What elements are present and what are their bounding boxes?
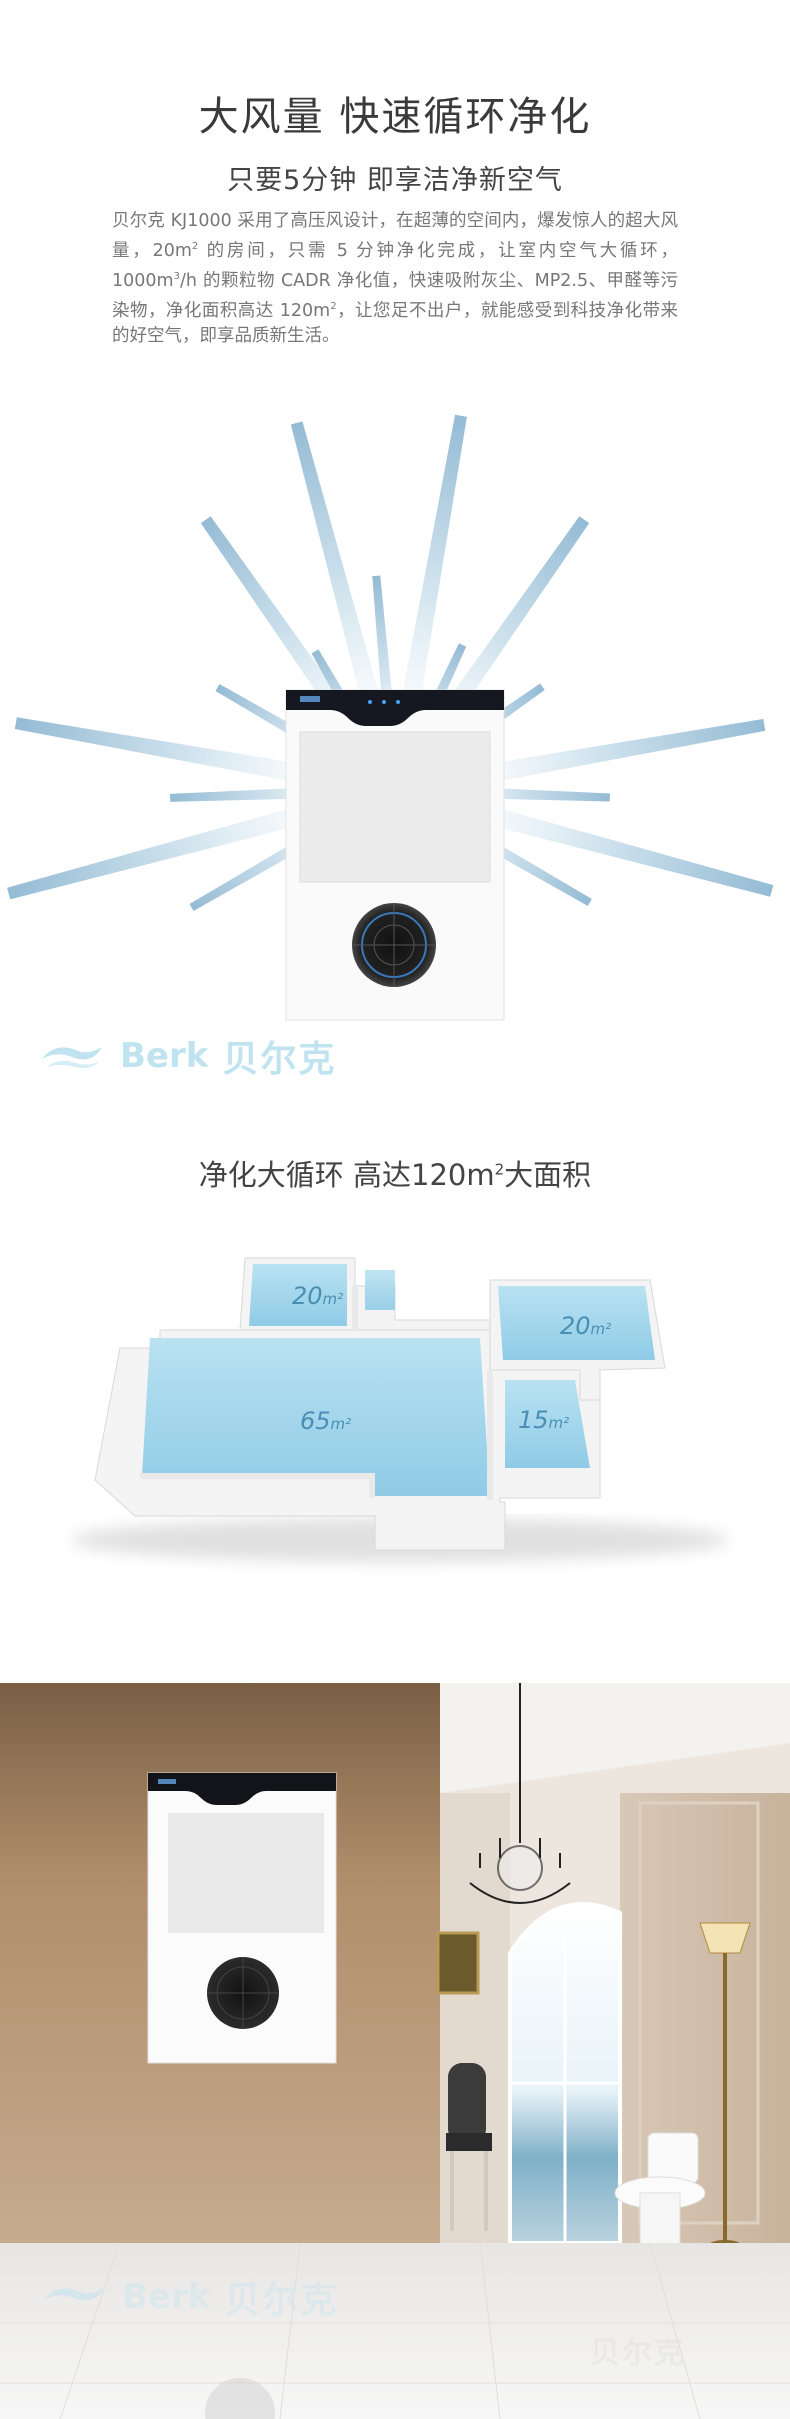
chair [446, 2063, 492, 2231]
brand-logo-watermark: Berk 贝尔克 [40, 2271, 338, 2323]
room-area-label: 20m² [560, 1312, 612, 1340]
chandelier [469, 1683, 571, 1904]
purifier-device-wall [147, 1772, 337, 2064]
room-area-label: 20m² [292, 1282, 344, 1310]
floorplan-illustration [70, 1257, 730, 1562]
interior-scene: Berk 贝尔克 贝尔克 [0, 1683, 790, 2419]
toilet [614, 2132, 706, 2249]
brand-name-en: Berk [120, 1036, 209, 1076]
brand-name-cn: 贝尔克 [590, 2336, 686, 2371]
room-area-label: 65m² [300, 1407, 352, 1435]
page-title: 大风量 快速循环净化 [198, 94, 592, 140]
room-area-label: 15m² [518, 1406, 570, 1434]
description-paragraph: 贝尔克 KJ1000 采用了高压风设计，在超薄的空间内，爆发惊人的超大风量，20… [112, 211, 679, 347]
airflow-illustration [7, 414, 774, 1021]
page-subtitle: 只要5分钟 即享洁净新空气 [227, 165, 563, 196]
brand-name-cn: 贝尔克 [224, 2280, 339, 2321]
brand-logo: Berk 贝尔克 [38, 1030, 336, 1082]
room-scene-illustration [0, 1683, 790, 2419]
purifier-device [285, 689, 505, 1021]
brand-name-cn: 贝尔克 [222, 1039, 337, 1080]
wave-logo-icon [44, 2288, 104, 2301]
brand-logo-watermark: 贝尔克 [590, 2328, 686, 2372]
room-water [142, 1264, 655, 1496]
brand-name-en: Berk [122, 2277, 211, 2317]
wave-logo-icon [42, 1047, 102, 1069]
floorplan-title: 净化大循环 高达120m2大面积 [198, 1158, 592, 1192]
